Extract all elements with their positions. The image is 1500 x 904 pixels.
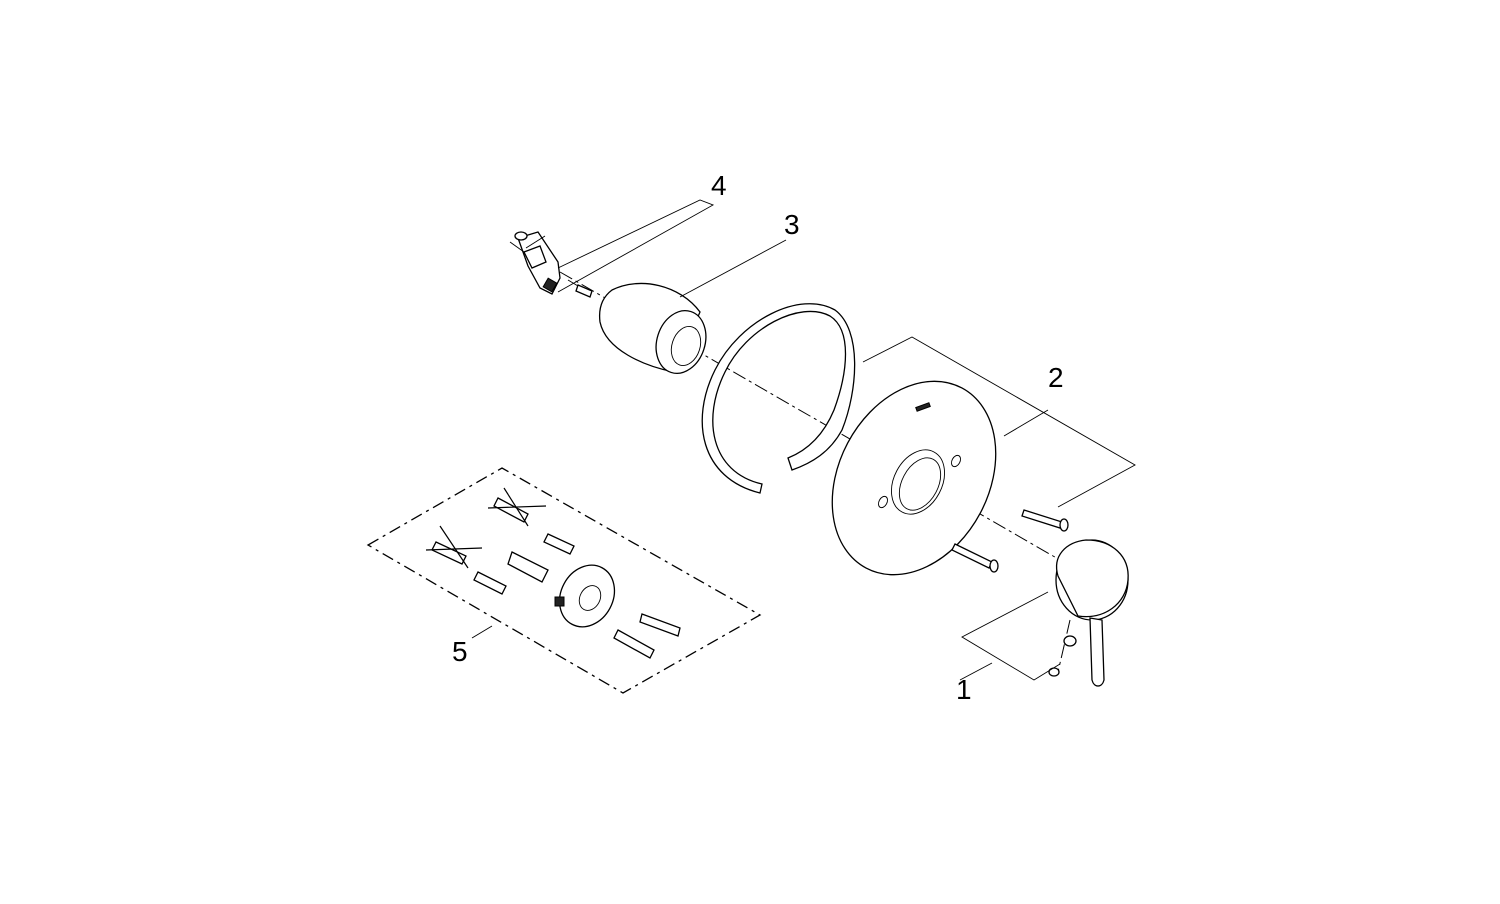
callout-leader-5 — [471, 625, 493, 639]
part-5-extension-kit-box — [366, 467, 762, 694]
part-5-kit-parts — [425, 487, 681, 659]
screw-lower — [951, 543, 999, 573]
part-3-sleeve — [598, 282, 707, 374]
screw-upper — [1021, 509, 1069, 532]
part-1-lever-handle — [1055, 539, 1129, 687]
part-4-cartridge-clip — [509, 231, 593, 298]
part-ring-seal — [701, 303, 856, 494]
callout-leader-2 — [862, 336, 1136, 508]
callout-label-4: 4 — [711, 170, 727, 201]
callout-label-3: 3 — [784, 209, 800, 240]
callout-label-2: 2 — [1048, 362, 1064, 393]
part-2-escutcheon-plate — [831, 380, 997, 576]
callout-leader-1 — [959, 591, 1061, 681]
callout-label-1: 1 — [956, 674, 972, 705]
callout-leader-4 — [557, 199, 715, 293]
callout-leader-3 — [679, 239, 787, 298]
set-screws — [1048, 635, 1077, 677]
callout-label-5: 5 — [452, 636, 468, 667]
